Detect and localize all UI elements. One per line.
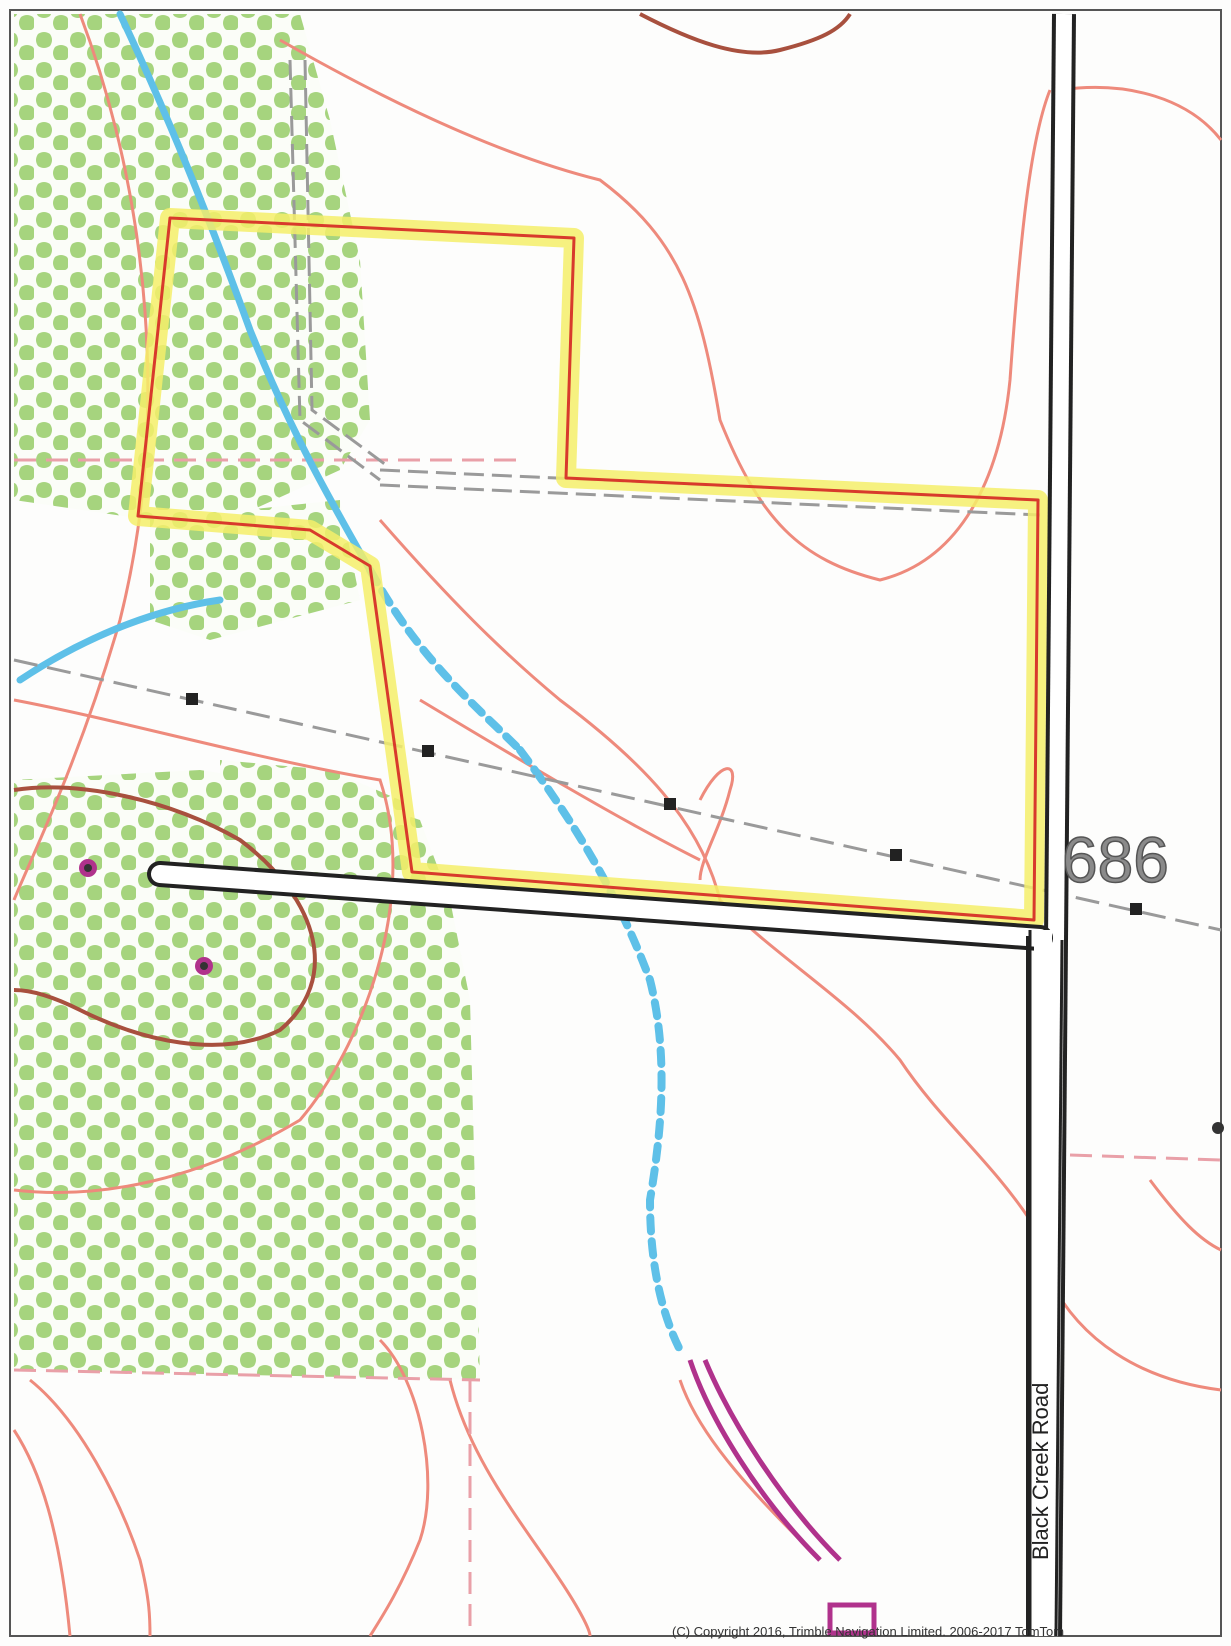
survey-marker-icon <box>79 859 1224 1134</box>
stream-icon <box>16 10 684 1354</box>
boundary-lines <box>13 458 1222 1636</box>
map-border <box>9 9 1222 1637</box>
road-label: Black Creek Road <box>1028 1383 1053 1560</box>
copyright-text: (C) Copyright 2016, Trimble Navigation L… <box>672 1624 1064 1639</box>
index-contours <box>13 12 852 1047</box>
trail-lines <box>288 59 1041 517</box>
elevation-label: 686 <box>1062 824 1169 896</box>
wetland-line <box>687 1359 877 1636</box>
power-line-icon <box>13 658 1222 932</box>
side-road <box>147 861 1053 1636</box>
black-creek-road <box>1038 13 1076 1637</box>
contour-lines <box>12 13 1223 1637</box>
vegetation-area <box>14 14 480 1380</box>
parcel-outline <box>136 216 1040 922</box>
